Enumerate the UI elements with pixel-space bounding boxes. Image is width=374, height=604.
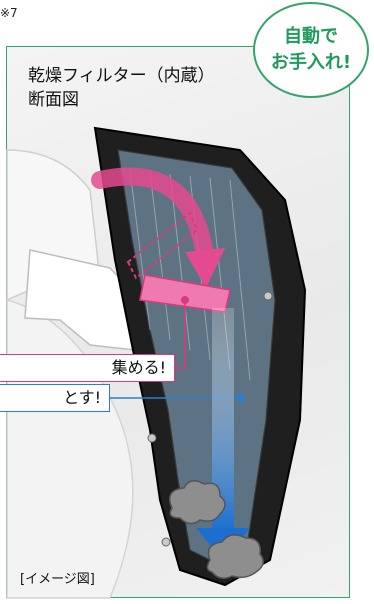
pink-arrow-body [91, 167, 214, 264]
blue-callout-dot [237, 394, 245, 402]
badge-line-1: 自動で [284, 26, 338, 47]
pink-callout-dot [181, 296, 189, 304]
auto-care-badge: 自動で お手入れ! [253, 2, 369, 98]
lint-clouds [169, 480, 264, 579]
pink-filter-outline [126, 211, 199, 280]
title-line-1: 乾燥フィルター（内蔵） [28, 66, 215, 86]
pink-arrow-head [185, 248, 225, 288]
title-line-2: 断面図 [28, 90, 79, 110]
pink-callout-line [175, 300, 186, 369]
blue-arrow-body [212, 308, 234, 530]
footnote-mark: ※7 [0, 6, 18, 20]
illustration-title: 乾燥フィルター（内蔵） 断面図 [28, 64, 215, 112]
drop-callout: とす! [0, 384, 110, 412]
collect-callout: 集める! [0, 354, 175, 382]
image-caption: [イメージ図] [20, 572, 95, 587]
duct-cover-shape [24, 249, 141, 351]
badge-line-2: お手入れ! [270, 52, 352, 73]
screws [147, 291, 273, 547]
